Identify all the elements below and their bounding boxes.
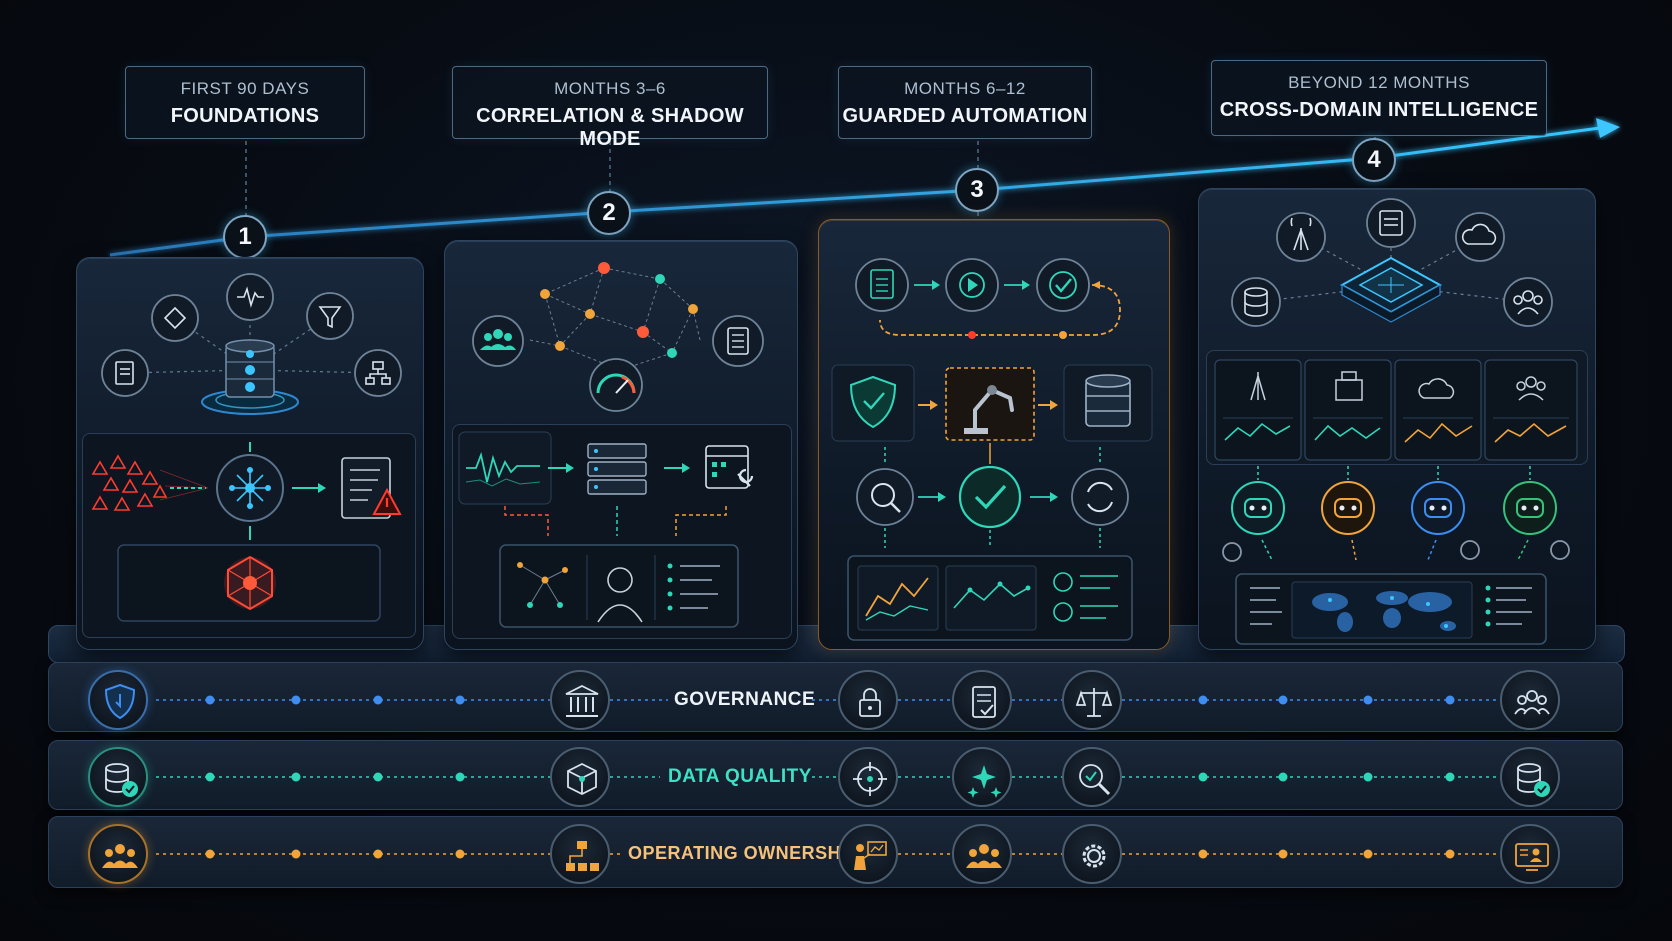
phase-3-title: GUARDED AUTOMATION xyxy=(842,105,1088,127)
governance-label: GOVERNANCE xyxy=(674,689,816,710)
magnifier-check-icon xyxy=(1062,747,1122,807)
phase-4-subtitle: BEYOND 12 MONTHS xyxy=(1288,73,1470,92)
org-chart-icon xyxy=(550,824,610,884)
lock-icon xyxy=(838,670,898,730)
phase-3-label: MONTHS 6–12 GUARDED AUTOMATION xyxy=(838,66,1092,139)
database-check-icon xyxy=(1500,747,1560,807)
shield-icon xyxy=(88,670,148,730)
phase-1-subtitle: FIRST 90 DAYS xyxy=(180,79,310,98)
data-quality-label: DATA QUALITY xyxy=(668,766,812,787)
target-icon xyxy=(838,747,898,807)
phase-1-title: FOUNDATIONS xyxy=(170,105,320,127)
phase-2-title: CORRELATION & SHADOW MODE xyxy=(476,105,744,150)
profile-card-icon xyxy=(1500,824,1560,884)
phase-3-subtitle: MONTHS 6–12 xyxy=(904,79,1026,98)
sparkle-icon xyxy=(952,747,1012,807)
database-check-icon xyxy=(88,747,148,807)
team-icon xyxy=(952,824,1012,884)
phase-2-label: MONTHS 3–6 CORRELATION & SHADOW MODE xyxy=(452,66,768,150)
presenter-icon xyxy=(838,824,898,884)
operating-ownership-label: OPERATING OWNERSHIP xyxy=(628,843,860,863)
phase-2-badge: 2 xyxy=(587,191,631,235)
institution-icon xyxy=(550,670,610,730)
phase-1-label: FIRST 90 DAYS FOUNDATIONS xyxy=(125,66,365,139)
checklist-icon xyxy=(952,670,1012,730)
team-icon xyxy=(88,824,148,884)
data-quality-band xyxy=(48,740,1623,810)
phase-4-label: BEYOND 12 MONTHS CROSS-DOMAIN INTELLIGEN… xyxy=(1211,60,1547,136)
operating-ownership-band xyxy=(48,816,1623,888)
phase-4-badge: 4 xyxy=(1352,138,1396,182)
scales-icon xyxy=(1062,670,1122,730)
phase-2-subtitle: MONTHS 3–6 xyxy=(554,79,666,98)
people-icon xyxy=(1500,670,1560,730)
gear-icon xyxy=(1062,824,1122,884)
phase-3-badge: 3 xyxy=(955,168,999,212)
governance-band xyxy=(48,662,1623,732)
cube-icon xyxy=(550,747,610,807)
phase-4-title: CROSS-DOMAIN INTELLIGENCE xyxy=(1219,99,1539,121)
